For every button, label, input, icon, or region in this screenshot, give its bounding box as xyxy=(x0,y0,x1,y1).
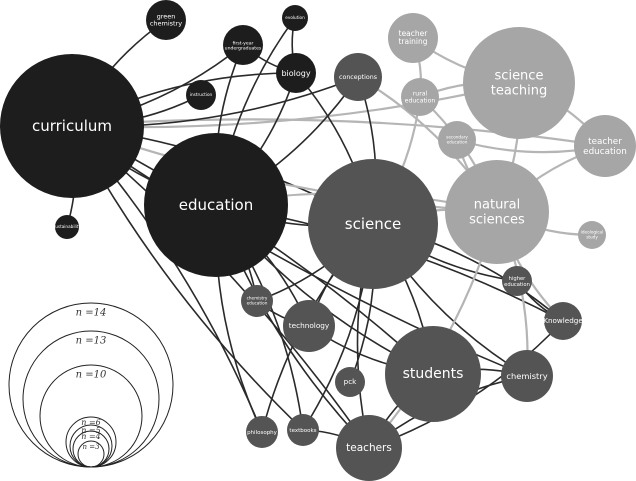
node-science[interactable]: science xyxy=(308,159,438,289)
node-label-evolution: evolution xyxy=(285,15,305,20)
node-circle-chemistry[interactable] xyxy=(501,350,553,402)
legend-label-5: n =4 xyxy=(81,432,101,441)
node-conceptions[interactable]: conceptions xyxy=(334,53,382,101)
node-circle-green-chemistry[interactable] xyxy=(146,0,186,40)
legend-label-3: n =6 xyxy=(81,418,101,427)
node-circle-rural-education[interactable] xyxy=(401,78,439,116)
node-chemistry[interactable]: chemistry xyxy=(501,350,553,402)
legend-label-2: n =10 xyxy=(76,370,107,381)
node-circle-curriculum[interactable] xyxy=(0,54,144,198)
node-circle-chemistry-education[interactable] xyxy=(241,285,273,317)
node-circle-science-teaching[interactable] xyxy=(463,27,575,139)
node-knowledge[interactable]: Knowledge xyxy=(543,302,583,340)
node-sustainability[interactable]: sustainability xyxy=(53,215,81,239)
node-circle-sustainability[interactable] xyxy=(55,215,79,239)
node-circle-conceptions[interactable] xyxy=(334,53,382,101)
node-label-philosophy: philosophy xyxy=(247,430,278,436)
size-legend: n =14n =13n =10n =6n =5n =4n =3 xyxy=(8,302,174,468)
node-circle-teacher-training[interactable] xyxy=(388,13,438,63)
node-education[interactable]: education xyxy=(144,133,288,277)
node-evolution[interactable]: evolution xyxy=(282,5,308,31)
node-circle-evolution[interactable] xyxy=(282,5,308,31)
node-circle-biology[interactable] xyxy=(276,53,316,93)
node-circle-natural-sciences[interactable] xyxy=(445,160,549,264)
node-circle-technology[interactable] xyxy=(283,300,335,352)
legend-label-0: n =14 xyxy=(76,308,107,319)
node-label-textbooks: textbooks xyxy=(289,428,316,434)
node-label-chemistry: chemistry xyxy=(506,371,547,381)
node-label-conceptions: conceptions xyxy=(339,74,377,81)
legend-circle-6 xyxy=(77,440,105,468)
node-circle-teachers[interactable] xyxy=(336,415,402,481)
legend-label-6: n =3 xyxy=(82,443,100,451)
node-label-pck: pck xyxy=(344,377,358,386)
node-label-teachers: teachers xyxy=(346,442,392,454)
node-circle-students[interactable] xyxy=(385,326,481,422)
node-circle-instruction[interactable] xyxy=(186,80,216,110)
node-circle-first-year-undergraduates[interactable] xyxy=(223,25,263,65)
node-circle-secondary-education[interactable] xyxy=(438,121,476,159)
node-circle-pck[interactable] xyxy=(335,367,365,397)
node-philosophy[interactable]: philosophy xyxy=(246,416,278,448)
node-curriculum[interactable]: curriculum xyxy=(0,54,144,198)
node-students[interactable]: students xyxy=(385,326,481,422)
node-label-instruction: instruction xyxy=(190,92,213,97)
node-biology[interactable]: biology xyxy=(276,53,316,93)
node-label-biology: biology xyxy=(281,69,310,78)
node-technology[interactable]: technology xyxy=(283,300,335,352)
node-teachers[interactable]: teachers xyxy=(336,415,402,481)
node-circle-science[interactable] xyxy=(308,159,438,289)
node-label-sustainability: sustainability xyxy=(53,224,81,229)
node-circle-higher-education[interactable] xyxy=(502,266,532,296)
node-circle-teacher-education[interactable] xyxy=(574,115,636,177)
node-label-science: science xyxy=(345,215,401,233)
legend-label-1: n =13 xyxy=(76,336,107,347)
node-label-education: education xyxy=(179,196,253,214)
node-circle-philosophy[interactable] xyxy=(246,416,278,448)
node-label-knowledge: Knowledge xyxy=(543,316,583,325)
node-circle-textbooks[interactable] xyxy=(287,414,319,446)
node-textbooks[interactable]: textbooks xyxy=(287,414,319,446)
node-label-students: students xyxy=(403,366,464,382)
node-pck[interactable]: pck xyxy=(335,367,365,397)
node-circle-education[interactable] xyxy=(144,133,288,277)
node-label-curriculum: curriculum xyxy=(32,117,112,135)
node-circle-ideological-study[interactable] xyxy=(578,221,606,249)
node-circle-knowledge[interactable] xyxy=(544,302,582,340)
node-label-technology: technology xyxy=(289,321,330,330)
node-instruction[interactable]: instruction xyxy=(186,80,216,110)
